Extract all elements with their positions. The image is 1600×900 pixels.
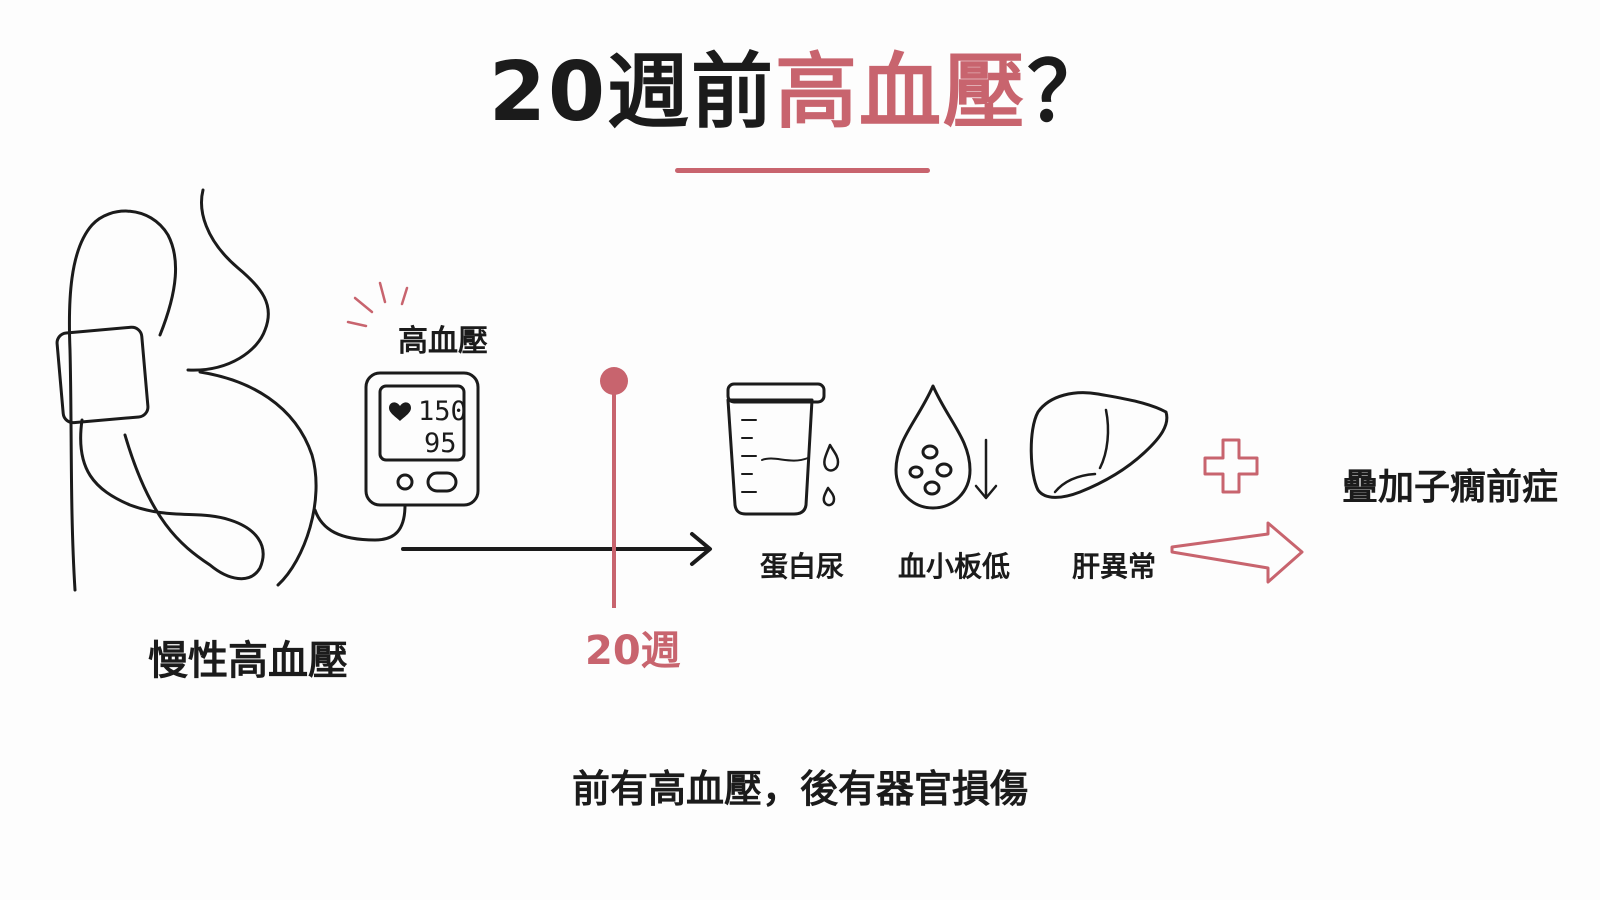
heart-icon: [389, 402, 411, 421]
blood-pressure-cuff-icon: [55, 325, 150, 425]
symptom-label-liver: 肝異常: [1072, 550, 1157, 583]
result-label: 疊加子癇前症: [1342, 467, 1559, 508]
liver-icon: [1029, 391, 1169, 499]
title-prefix: 20週前: [488, 45, 776, 140]
diastolic-value: 95: [424, 428, 457, 459]
result-arrow-icon: [1170, 521, 1304, 584]
summary-caption: 前有高血壓，後有器官損傷: [571, 767, 1028, 811]
blood-pressure-monitor-icon: [364, 371, 480, 507]
monitor-reading: 150 95: [389, 396, 467, 459]
title-suffix: ？: [1027, 45, 1112, 140]
blood-drop-icon: [894, 384, 998, 510]
pregnant-woman-icon: [55, 188, 407, 592]
timeline-arrow: [401, 532, 712, 566]
plus-icon: [1203, 438, 1259, 494]
symptom-label-low-platelets: 血小板低: [898, 550, 1011, 583]
symptom-label-proteinuria: 蛋白尿: [760, 550, 845, 583]
chronic-hypertension-label: 慢性高血壓: [148, 638, 348, 684]
week-20-marker: [600, 367, 628, 608]
week-marker-label: 20週: [585, 628, 681, 674]
systolic-value: 150: [418, 396, 467, 427]
bp-monitor-label: 高血壓: [398, 324, 488, 359]
marker-dot: [600, 367, 628, 395]
page-title: 20週前高血壓？: [0, 52, 1600, 134]
title-underline: [675, 168, 930, 173]
urine-cup-icon: [726, 382, 840, 516]
alert-lines-icon: [346, 281, 409, 328]
title-highlight: 高血壓: [775, 45, 1028, 140]
